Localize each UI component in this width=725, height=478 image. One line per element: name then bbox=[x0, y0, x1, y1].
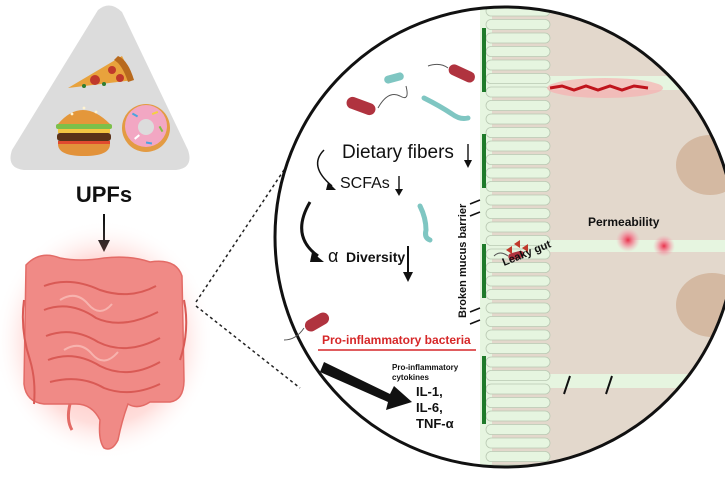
villus bbox=[485, 208, 551, 219]
curved-arrow-icon bbox=[300, 201, 324, 262]
scfas-label: SCFAs bbox=[340, 175, 390, 192]
villus bbox=[485, 32, 551, 44]
villus bbox=[485, 356, 551, 368]
il6-label: IL-6, bbox=[416, 400, 443, 415]
villus bbox=[485, 86, 551, 98]
villus bbox=[485, 262, 551, 273]
villus bbox=[485, 370, 551, 381]
bacterium-icon bbox=[421, 95, 471, 121]
villus bbox=[485, 397, 551, 408]
mucus-barrier bbox=[469, 28, 486, 424]
villus bbox=[485, 289, 551, 300]
villus bbox=[485, 383, 551, 395]
cytokines-title-line1: Pro-inflammatory bbox=[392, 363, 459, 372]
villus bbox=[485, 221, 551, 233]
pro-inflammatory-bacteria-label: Pro-inflammatory bacteria bbox=[322, 333, 471, 347]
permeability-label: Permeability bbox=[588, 215, 660, 229]
bacterium-icon bbox=[346, 85, 408, 116]
bacterium-icon bbox=[427, 63, 475, 83]
villus bbox=[485, 140, 551, 152]
alpha-label: α bbox=[328, 246, 338, 266]
villus bbox=[485, 19, 551, 30]
villus bbox=[485, 464, 551, 467]
villus bbox=[485, 329, 551, 341]
down-arrow-icon bbox=[403, 246, 413, 282]
villus bbox=[485, 302, 551, 314]
villus bbox=[485, 181, 551, 192]
intestine-icon bbox=[0, 220, 214, 460]
bacterium-icon bbox=[493, 250, 524, 261]
villus bbox=[485, 154, 551, 165]
pizza-icon bbox=[68, 56, 134, 88]
dietary-fibers-label: Dietary fibers bbox=[342, 142, 454, 163]
villus bbox=[485, 437, 551, 449]
villus bbox=[485, 194, 551, 206]
villus bbox=[485, 113, 551, 125]
villi bbox=[480, 7, 551, 467]
bacteria-group bbox=[283, 63, 528, 341]
villus bbox=[485, 275, 551, 287]
curved-arrow-icon bbox=[316, 149, 336, 190]
zoom-circle bbox=[273, 5, 725, 469]
zoom-lines bbox=[195, 145, 301, 389]
thick-arrow-icon bbox=[320, 362, 412, 410]
rupture-icon bbox=[547, 78, 663, 98]
villus bbox=[485, 59, 551, 71]
mucus-barrier-label: Broken mucus barrier bbox=[457, 203, 469, 318]
leaky-particles bbox=[506, 240, 528, 254]
inflammation-dot bbox=[653, 235, 675, 257]
cytokines-title-line2: cytokines bbox=[392, 373, 429, 382]
down-arrow-icon bbox=[395, 176, 403, 196]
villus bbox=[485, 410, 551, 422]
villus bbox=[485, 424, 551, 435]
down-arrow-icon bbox=[464, 144, 472, 168]
burger-icon bbox=[56, 106, 112, 156]
bacterium-icon bbox=[283, 312, 330, 341]
bacterium-icon bbox=[384, 72, 404, 84]
villus bbox=[485, 46, 551, 57]
tnf-label: TNF-α bbox=[416, 416, 454, 431]
il1-label: IL-1, bbox=[416, 384, 443, 399]
villus bbox=[485, 73, 551, 84]
villus bbox=[485, 100, 551, 111]
upfs-label: UPFs bbox=[76, 182, 132, 207]
bacterium-icon bbox=[417, 203, 433, 243]
inflammation-dot bbox=[616, 228, 640, 252]
villus bbox=[485, 343, 551, 354]
villus bbox=[485, 451, 551, 462]
villus bbox=[485, 127, 551, 138]
villus bbox=[485, 167, 551, 179]
donut-icon bbox=[122, 104, 170, 152]
villus bbox=[485, 316, 551, 327]
diversity-label: Diversity bbox=[346, 249, 405, 265]
